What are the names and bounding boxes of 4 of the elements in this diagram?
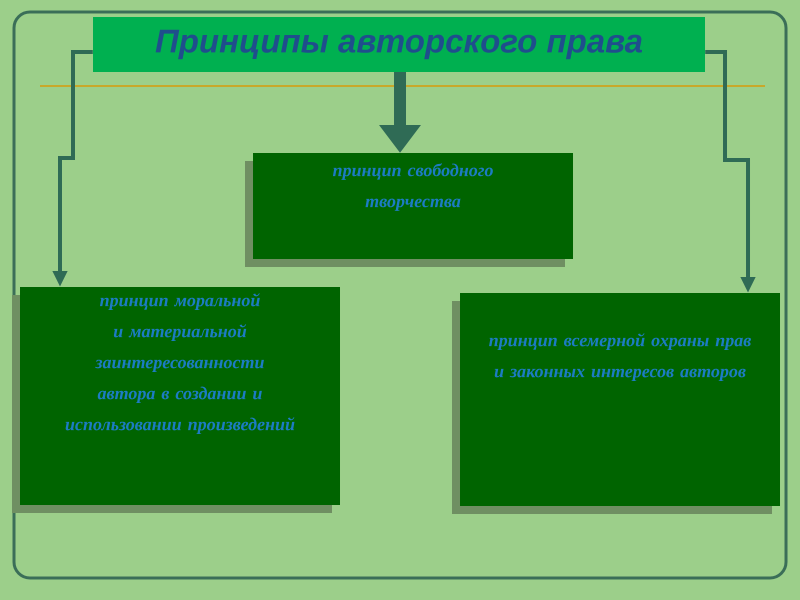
title-box: Принципы авторского права <box>93 17 705 72</box>
principle-box: принцип свободного творчества <box>245 153 573 267</box>
principle-box: принцип всемерной охраны прав и законных интересов авторов <box>452 293 780 514</box>
principle-box: принцип моральной и материальной заинтересованности автора в создании и использовании произведений <box>12 287 340 513</box>
